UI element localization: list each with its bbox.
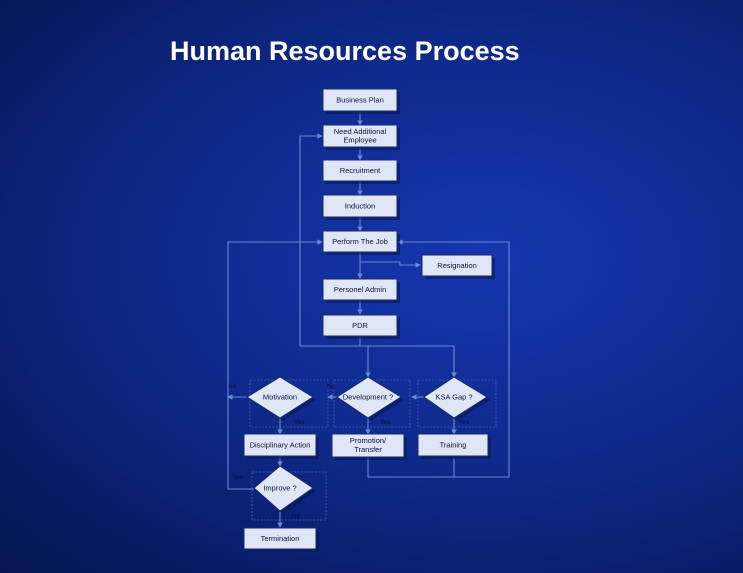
motivation-yes-label: Yes (294, 419, 305, 426)
svg-text:Perform The Job: Perform The Job (332, 237, 388, 246)
svg-text:Employee: Employee (343, 136, 376, 145)
svg-text:Need Additional: Need Additional (334, 127, 387, 136)
resignation-box: Resignation (421, 254, 495, 279)
recruitment-box: Recruitment (322, 159, 400, 184)
induction-box: Induction (322, 194, 400, 220)
svg-text:Promotion/: Promotion/ (350, 436, 387, 445)
svg-text:Motivation: Motivation (263, 393, 297, 402)
ksa-yes-label: Yes (458, 419, 469, 426)
page-title: Human Resources Process (170, 36, 520, 66)
training-box: Training (417, 433, 491, 459)
perform-job-box: Perform The Job (322, 230, 400, 255)
motivation-diamond: Motivation (246, 376, 316, 421)
svg-text:Personel Admin: Personel Admin (334, 285, 387, 294)
termination-box: Termination (243, 527, 319, 552)
personel-admin-box: Personel Admin (322, 278, 400, 303)
svg-text:PDR: PDR (352, 321, 368, 330)
pdr-box: PDR (322, 314, 400, 339)
ksa-gap-diamond: KSA Gap ? (423, 376, 490, 421)
motivation-no-label: No (228, 383, 237, 390)
improve-diamond: Improve ? (253, 465, 316, 514)
need-employee-box: Need Additional Employee (322, 124, 400, 150)
svg-text:Resignation: Resignation (437, 261, 477, 270)
svg-text:Transfer: Transfer (354, 445, 382, 454)
svg-text:Termination: Termination (261, 534, 300, 543)
svg-text:Improve ?: Improve ? (263, 484, 296, 493)
svg-text:Disciplinary Action: Disciplinary Action (250, 441, 311, 450)
improve-no-label: No (292, 513, 301, 520)
svg-text:Development ?: Development ? (343, 393, 393, 402)
development-yes-label: Yes (380, 419, 391, 426)
promotion-transfer-box: Promotion/ Transfer (331, 433, 407, 460)
improve-yes-label: Yes (232, 474, 243, 481)
development-no-label: No (327, 383, 336, 390)
svg-text:Training: Training (440, 441, 467, 450)
motivation-frame (249, 379, 329, 428)
disciplinary-action-box: Disciplinary Action (243, 433, 319, 459)
development-diamond: Development ? (336, 376, 404, 421)
svg-text:Business Plan: Business Plan (336, 96, 384, 105)
business-plan-box: Business Plan (322, 88, 400, 114)
development-frame (333, 379, 411, 428)
connectors (227, 111, 510, 528)
svg-text:Recruitment: Recruitment (340, 166, 381, 175)
svg-text:Induction: Induction (345, 202, 375, 211)
svg-text:KSA Gap ?: KSA Gap ? (435, 393, 472, 402)
